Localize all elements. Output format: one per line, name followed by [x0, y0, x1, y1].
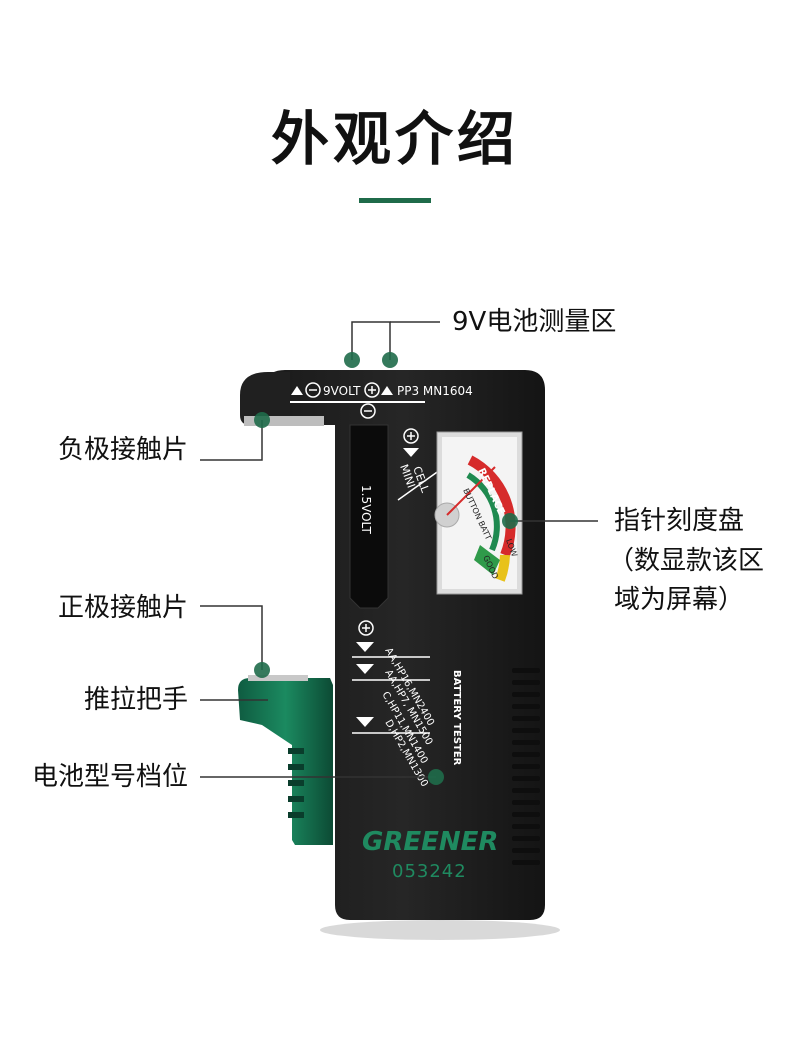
brand-logo: GREENER [362, 827, 498, 857]
dial-low-arc [495, 554, 510, 582]
position-arrow-aa [356, 642, 374, 652]
nine-volt-arrow-left [291, 386, 303, 395]
callout-positive-contact: 正极接触片 [58, 593, 189, 623]
negative-contact-plate [244, 416, 324, 426]
callout-battery-type-positions: 电池型号档位 [32, 762, 189, 792]
positions-plus-icon [358, 620, 374, 636]
one-point-five-volt-label: 1.5VOLT [359, 485, 373, 535]
model-number: 053242 [392, 861, 467, 882]
callout-pointer-dial-note-2: 域为屏幕） [614, 585, 745, 615]
dial-good-zone [474, 545, 500, 575]
position-arrow-aa2 [356, 664, 374, 674]
callout-pointer-dial: 指针刻度盘 [614, 506, 745, 536]
aa-slot [349, 424, 389, 609]
title-underline [359, 198, 431, 203]
slider-grip-ridges [288, 748, 304, 818]
page-title: 外观介绍 [270, 105, 519, 173]
mini-cell-plus-icon [403, 428, 419, 444]
negative-contact-arm [240, 372, 290, 425]
dial-green-arc [466, 472, 500, 552]
callout-dots [254, 352, 518, 785]
slider-handle[interactable] [238, 678, 333, 845]
battery-tester-label: BATTERY TESTER [451, 670, 462, 766]
nine-volt-label: 9VOLT [323, 384, 361, 398]
dial-needle [446, 466, 496, 516]
callout-lines [200, 321, 598, 778]
minus-contact-icon [360, 403, 376, 419]
callout-nine-volt-area: 9V电池测量区 [452, 307, 617, 337]
grip-ridges [512, 668, 540, 865]
callout-pointer-dial-note-1: （数显款该区 [608, 546, 765, 576]
minus-symbol-icon [305, 382, 321, 398]
device-shadow [320, 920, 560, 940]
callout-negative-contact: 负极接触片 [58, 435, 189, 465]
positive-contact-plate [248, 675, 308, 681]
mini-cell-arrow [403, 448, 419, 457]
callout-slider-handle: 推拉把手 [84, 685, 189, 715]
nine-volt-arrow-right [381, 386, 393, 395]
pp3-label: PP3 MN1604 [397, 384, 473, 398]
plus-symbol-icon [364, 382, 380, 398]
dial-replace-arc [467, 455, 516, 557]
position-arrow-c [356, 717, 374, 727]
mini-cell-guide-line [397, 469, 441, 501]
